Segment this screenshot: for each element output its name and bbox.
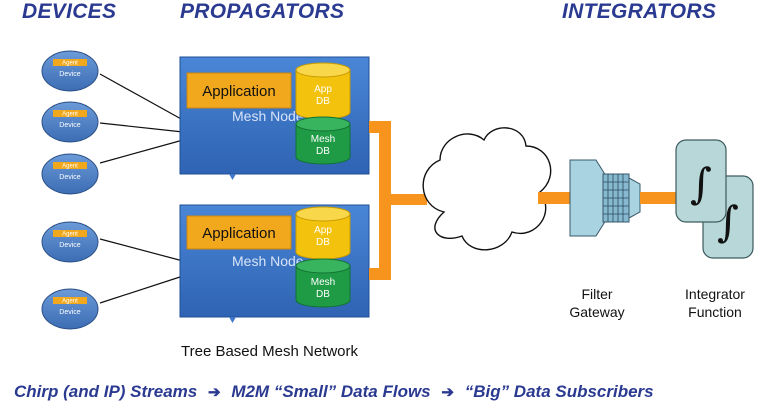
- integrators-header: INTEGRATORS: [562, 0, 717, 23]
- mesh-db-line2: DB: [316, 289, 330, 300]
- device-1: Agent Device: [41, 50, 99, 92]
- filter-label-line1: Filter: [581, 286, 613, 302]
- architecture-diagram: Agent Device Agent Device Agent Device A…: [41, 50, 754, 330]
- integrator-function-icon: ∫ ∫: [675, 139, 754, 259]
- network-cloud: [422, 127, 552, 251]
- tree-bracket-connector: [369, 121, 427, 280]
- device-label: Device: [59, 174, 81, 181]
- mesh-node-2: Application Mesh Node App DB Mesh DB: [179, 204, 370, 323]
- arrow-icon: ➔: [441, 384, 454, 401]
- device-3: Agent Device: [41, 153, 99, 195]
- footer-part2: M2M “Small” Data Flows: [231, 382, 431, 401]
- device-badge: Agent: [62, 232, 78, 238]
- device-2: Agent Device: [41, 101, 99, 143]
- application-box: [186, 72, 292, 109]
- filter-to-integrator-connector: [640, 192, 678, 204]
- mesh-db-line2: DB: [316, 146, 330, 157]
- footer-part1: Chirp (and IP) Streams: [14, 382, 198, 401]
- device-label: Device: [59, 122, 81, 129]
- integrator-label-line2: Function: [688, 304, 742, 320]
- integrator-label-line1: Integrator: [685, 286, 745, 302]
- footer-flow-caption: Chirp (and IP) Streams ➔ M2M “Small” Dat…: [14, 382, 654, 402]
- app-db-line2: DB: [316, 237, 330, 248]
- mesh-db-line1: Mesh: [311, 134, 335, 145]
- devices-header: DEVICES: [22, 0, 117, 23]
- device-4: Agent Device: [41, 221, 99, 263]
- arrow-icon: ➔: [208, 384, 221, 401]
- device-label: Device: [59, 309, 81, 316]
- app-db-line1: App: [314, 225, 332, 236]
- network-caption: Tree Based Mesh Network: [181, 343, 359, 360]
- app-db-cylinder: App DB: [295, 62, 351, 120]
- propagators-header: PROPAGATORS: [180, 0, 345, 23]
- filter-gateway-icon: [569, 159, 641, 237]
- mesh-db-cylinder: Mesh DB: [295, 116, 351, 165]
- device-label: Device: [59, 242, 81, 249]
- device-label: Device: [59, 71, 81, 78]
- cloud-to-filter-connector: [538, 192, 572, 204]
- device-badge: Agent: [62, 61, 78, 67]
- device-badge: Agent: [62, 299, 78, 305]
- app-db-cylinder: App DB: [295, 206, 351, 260]
- mesh-node-label: Mesh Node: [232, 108, 304, 124]
- mesh-db-line1: Mesh: [311, 277, 335, 288]
- application-box: [186, 215, 292, 250]
- application-label: Application: [202, 225, 275, 242]
- app-db-line2: DB: [316, 96, 330, 107]
- filter-label-line2: Gateway: [569, 304, 625, 320]
- application-label: Application: [202, 83, 275, 100]
- mesh-db-cylinder: Mesh DB: [295, 258, 351, 308]
- device-badge: Agent: [62, 112, 78, 118]
- device-badge: Agent: [62, 164, 78, 170]
- device-links: [99, 73, 184, 304]
- mesh-node-label: Mesh Node: [232, 253, 304, 269]
- footer-part3: “Big” Data Subscribers: [464, 382, 654, 401]
- app-db-line1: App: [314, 84, 332, 95]
- filter-gateway-label: Filter Gateway: [552, 285, 642, 321]
- device-5: Agent Device: [41, 288, 99, 330]
- integrator-function-label: Integrator Function: [665, 285, 765, 321]
- integral-symbol-front: ∫: [690, 159, 712, 208]
- mesh-node-1: Application Mesh Node App DB Mesh DB: [179, 56, 370, 180]
